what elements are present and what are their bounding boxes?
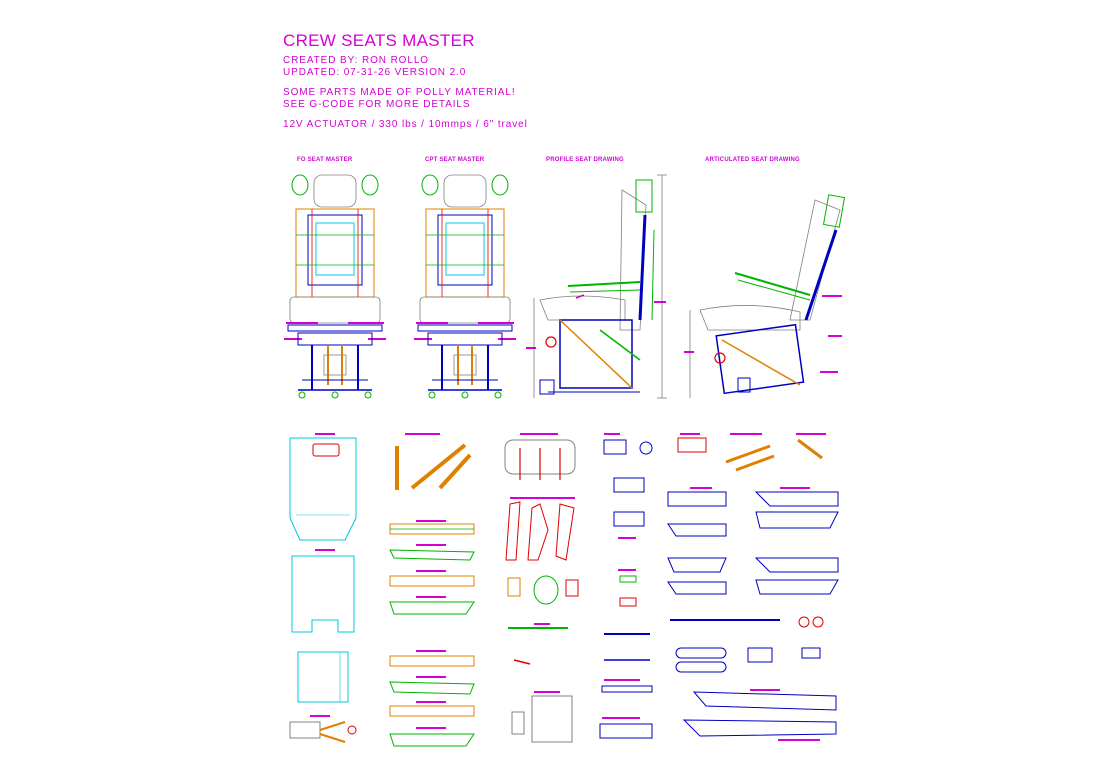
- seat-back-panel-part: [289, 433, 357, 541]
- seat-rail-parts: [389, 520, 475, 747]
- gcode-note: SEE G-CODE FOR MORE DETAILS: [283, 99, 471, 110]
- control-box-parts: [599, 433, 653, 739]
- headrest-part: [504, 433, 576, 480]
- actuator-spec: 12V ACTUATOR / 330 lbs / 10mmps / 6" tra…: [283, 119, 528, 130]
- material-note: SOME PARTS MADE OF POLLY MATERIAL!: [283, 87, 516, 98]
- lever-assembly-part: [289, 715, 357, 743]
- created-by: CREATED BY: RON ROLLO: [283, 55, 429, 66]
- cpt-seat-view: [413, 174, 517, 399]
- side-bracket-parts: [505, 497, 575, 561]
- articulated-seat-label: ARTICULATED SEAT DRAWING: [705, 157, 800, 163]
- linkage-plate-parts: [667, 433, 839, 741]
- bracket-small-parts: [507, 575, 579, 743]
- seat-pan-panel-part: [291, 549, 355, 633]
- cushion-panel-part: [297, 651, 349, 703]
- title-block: CREW SEATS MASTER CREATED BY: RON ROLLO …: [283, 31, 528, 131]
- drawing-title: CREW SEATS MASTER: [283, 31, 475, 50]
- cpt-seat-label: CPT SEAT MASTER: [425, 157, 485, 163]
- actuator-part: [395, 433, 472, 490]
- profile-seat-label: PROFILE SEAT DRAWING: [546, 157, 624, 163]
- profile-seat-view: [526, 174, 667, 399]
- updated-version: UPDATED: 07-31-26 VERSION 2.0: [283, 67, 467, 78]
- fo-seat-view: [283, 174, 387, 399]
- articulated-seat-view: [684, 194, 846, 398]
- fo-seat-label: FO SEAT MASTER: [297, 157, 353, 163]
